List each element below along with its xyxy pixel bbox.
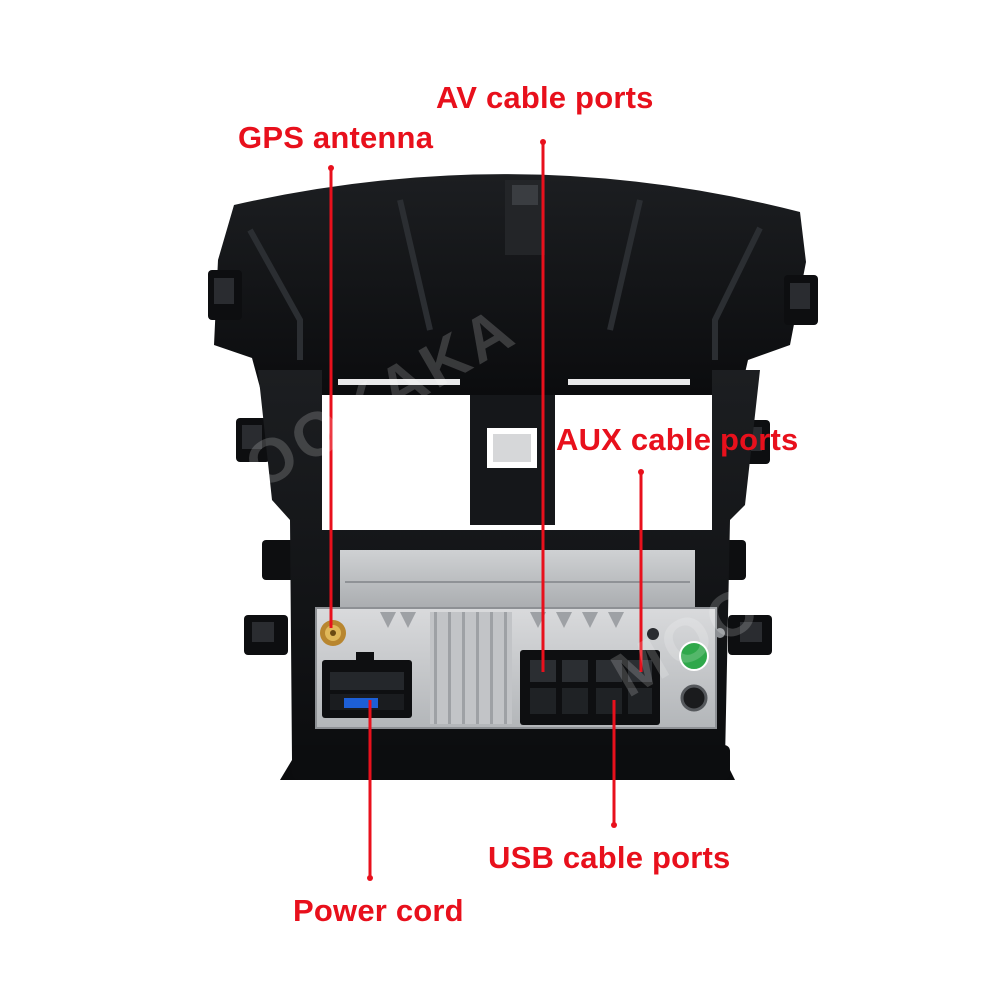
av-cable-ports-label: AV cable ports (436, 80, 654, 115)
gps-antenna-connector (320, 620, 346, 646)
usb-cable-ports-label: USB cable ports (488, 840, 731, 875)
screw-icon (647, 628, 659, 640)
power-cord-connector (322, 652, 412, 718)
eco-badge-icon (679, 641, 709, 671)
cable-port-block (520, 650, 660, 725)
gps-antenna-label: GPS antenna (238, 120, 434, 155)
screw-icon (715, 628, 725, 638)
round-jack (680, 684, 708, 712)
power-cord-label: Power cord (293, 893, 464, 928)
aux-cable-ports-label: AUX cable ports (556, 422, 799, 457)
